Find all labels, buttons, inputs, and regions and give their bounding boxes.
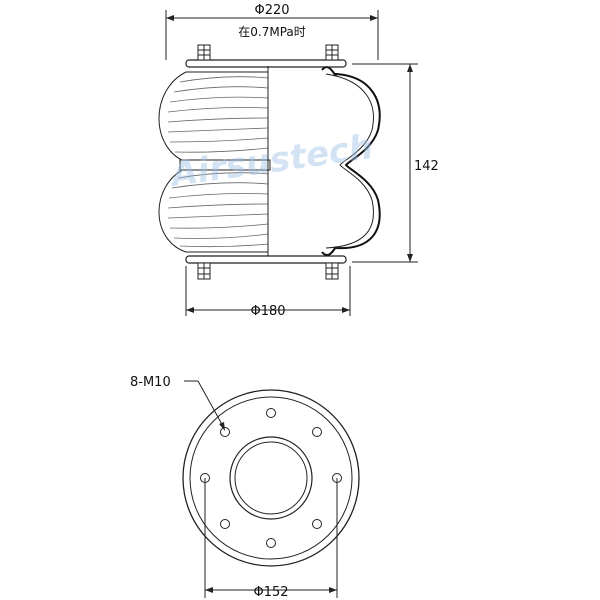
bolt-circle-label: Φ152	[253, 585, 288, 600]
side-view: Φ220 在0.7MPa时	[158, 3, 439, 319]
top-width-label: Φ220	[254, 3, 289, 18]
bolt-spec-callout: 8-M10	[130, 375, 225, 431]
top-plate	[185, 44, 347, 68]
height-label: 142	[414, 159, 439, 174]
watermark-logo: Airsustech	[166, 127, 376, 195]
bottom-plate-label: Φ180	[250, 304, 285, 319]
bolt-circle-dimension: Φ152	[204, 478, 338, 600]
bottom-plate	[185, 255, 347, 280]
bellows-outer-view	[158, 66, 271, 262]
top-width-dimension: Φ220 在0.7MPa时	[165, 3, 379, 60]
plan-view: 8-M10 Φ152	[130, 375, 360, 600]
bolt-spec-label: 8-M10	[130, 375, 171, 390]
bottom-plate-dimension: Φ180	[185, 266, 351, 319]
height-dimension: 142	[352, 63, 439, 263]
pressure-note: 在0.7MPa时	[238, 25, 306, 39]
